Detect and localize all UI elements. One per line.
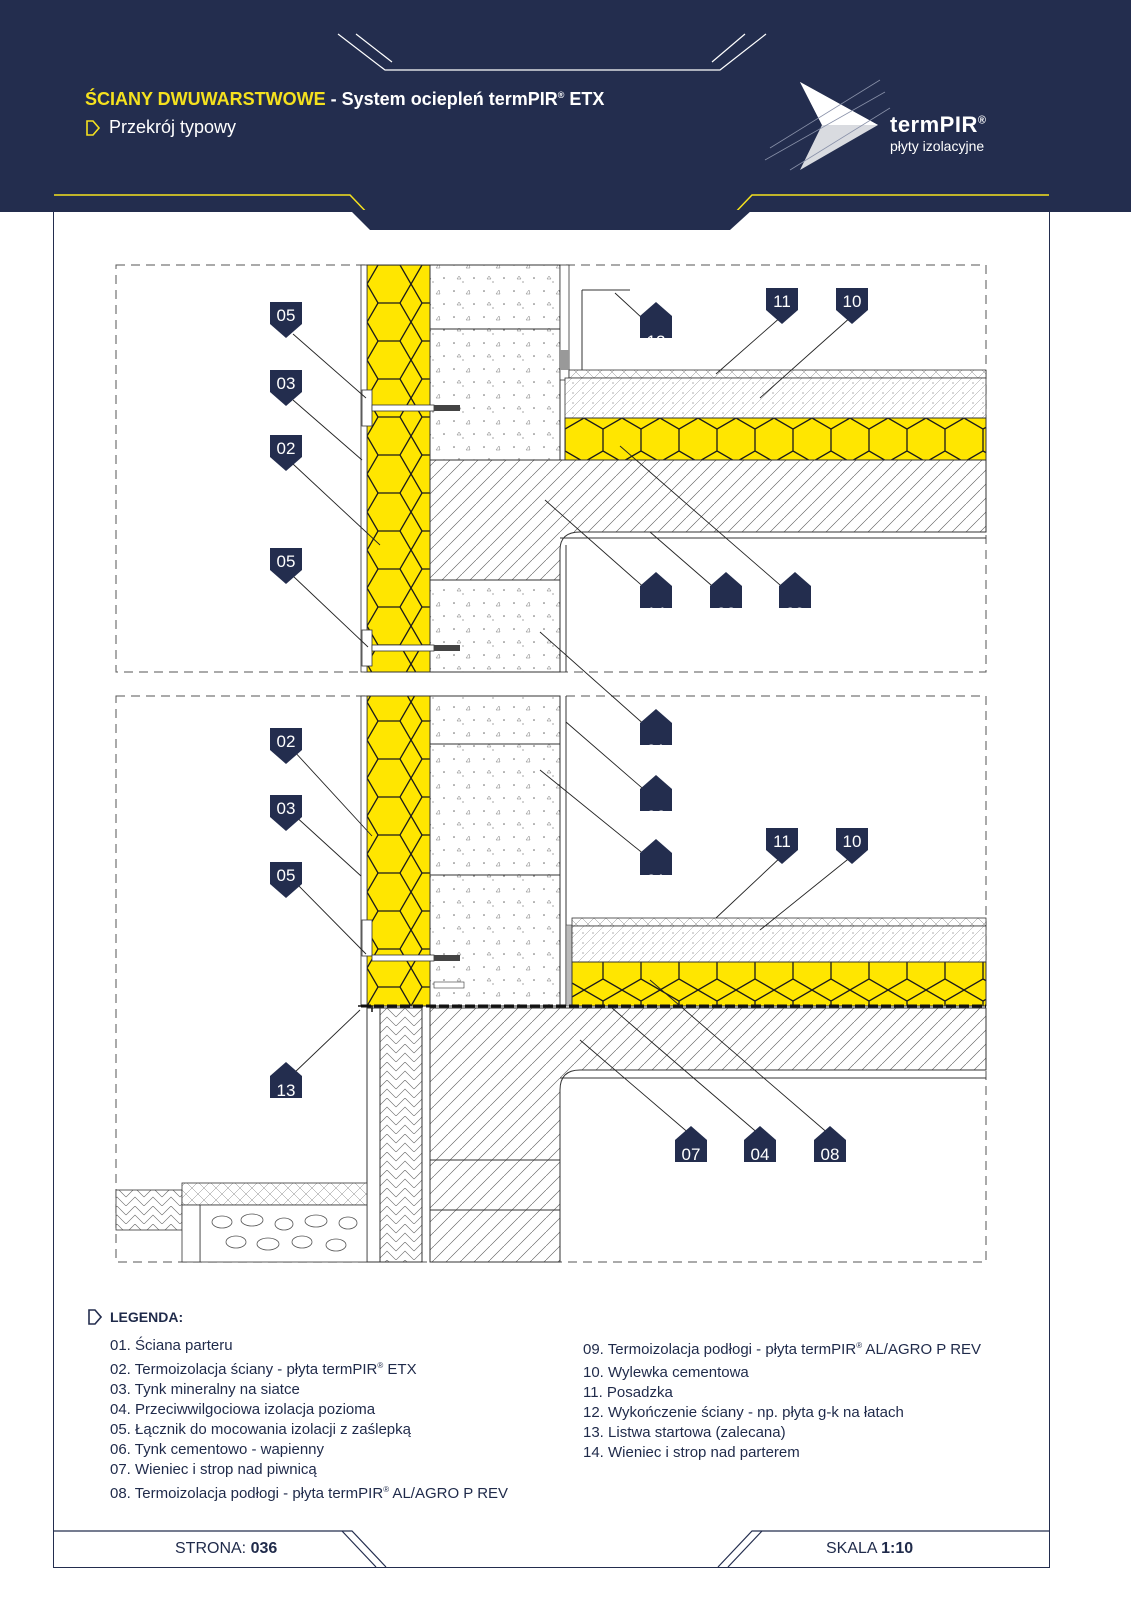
legend-item: 03. Tynk mineralny na siatce xyxy=(110,1381,300,1398)
legend-item: 04. Przeciwwilgociowa izolacja pozioma xyxy=(110,1401,376,1418)
legend-item: 09. Termoizolacja podłogi - płyta termPI… xyxy=(583,1341,982,1358)
legend-item: 13. Listwa startowa (zalecana) xyxy=(583,1424,786,1441)
legend-item: 11. Posadzka xyxy=(583,1384,673,1401)
brand-name: termPIR xyxy=(890,112,978,137)
callout-01: 01 xyxy=(640,839,672,890)
svg-text:11: 11 xyxy=(773,832,791,851)
svg-text:07: 07 xyxy=(682,1145,701,1164)
legend-title: LEGENDA: xyxy=(110,1309,184,1325)
page-frame xyxy=(53,33,1050,1568)
lower-detail xyxy=(115,695,987,1263)
page-title: ŚCIANY DWUWARSTWOWE - System ociepleń te… xyxy=(85,89,604,110)
upper-detail xyxy=(115,264,987,673)
legend-item: 01. Ściana parteru xyxy=(110,1337,233,1354)
header-background xyxy=(0,0,1131,212)
legend-right-column: 09. Termoizolacja podłogi - płyta termPI… xyxy=(583,1333,1013,1463)
svg-text:10: 10 xyxy=(843,292,862,311)
callout-02: 02 xyxy=(270,728,302,764)
page-title-accent: ŚCIANY DWUWARSTWOWE xyxy=(85,89,326,109)
play-outline-icon xyxy=(88,1309,102,1325)
svg-text:05: 05 xyxy=(277,552,296,571)
callout-01: 01 xyxy=(640,709,672,760)
brand-tagline: płyty izolacyjne xyxy=(890,138,985,154)
svg-text:14: 14 xyxy=(647,604,666,623)
registered-mark: ® xyxy=(977,114,987,127)
callout-12: 12 xyxy=(640,302,672,351)
svg-text:05: 05 xyxy=(277,866,296,885)
scale-value: 1:10 xyxy=(881,1540,914,1557)
legend-item: 02. Termoizolacja ściany - płyta termPIR… xyxy=(110,1361,417,1378)
insulation-anchor xyxy=(361,629,460,667)
callout-05: 05 xyxy=(270,548,302,584)
legend-item: 14. Wieniec i strop nad parterem xyxy=(583,1444,800,1461)
legend-item: 05. Łącznik do mocowania izolacji z zaśl… xyxy=(110,1421,411,1438)
page-label: STRONA: xyxy=(175,1540,247,1557)
svg-text:12: 12 xyxy=(647,332,666,351)
callout-07: 07 xyxy=(675,1126,707,1164)
svg-text:13: 13 xyxy=(277,1081,296,1100)
insulation-anchor xyxy=(361,389,460,427)
page-title-end: ETX xyxy=(564,89,605,109)
callout-09: 09 xyxy=(779,572,811,623)
header-tab xyxy=(350,210,752,230)
legend-item: 08. Termoizolacja podłogi - płyta termPI… xyxy=(110,1485,509,1502)
legend-item: 07. Wieniec i strop nad piwnicą xyxy=(110,1461,317,1478)
callout-06: 06 xyxy=(710,572,742,623)
callout-14: 14 xyxy=(640,572,672,623)
svg-text:06: 06 xyxy=(647,807,666,826)
svg-text:02: 02 xyxy=(277,439,296,458)
callout-08: 08 xyxy=(814,1126,846,1164)
legend-item: 12. Wykończenie ściany - np. płyta g-k n… xyxy=(583,1404,904,1421)
legend-item: 10. Wylewka cementowa xyxy=(583,1364,749,1381)
brand-logo: termPIR® płyty izolacyjne xyxy=(890,112,987,154)
svg-text:09: 09 xyxy=(786,604,805,623)
insulation-anchor xyxy=(361,919,465,989)
callout-11: 11 xyxy=(766,288,798,324)
svg-text:08: 08 xyxy=(821,1145,840,1164)
legend-item: 06. Tynk cementowo - wapienny xyxy=(110,1441,325,1458)
svg-text:03: 03 xyxy=(277,374,296,393)
scale: SKALA 1:10 xyxy=(826,1540,913,1558)
callout-13: 13 xyxy=(270,1062,302,1100)
callout-02: 02 xyxy=(270,435,302,471)
legend-left-column: 01. Ściana parteru 02. Termoizolacja ści… xyxy=(110,1336,508,1504)
svg-text:02: 02 xyxy=(277,732,296,751)
page-title-rest: - System ociepleń termPIR xyxy=(325,89,558,109)
callouts: 05 03 02 05 11 10 12 14 06 09 01 06 01 0… xyxy=(270,288,868,1164)
callout-04: 04 xyxy=(744,1126,776,1164)
svg-text:06: 06 xyxy=(717,604,736,623)
svg-text:05: 05 xyxy=(277,306,296,325)
registered-mark: ® xyxy=(557,90,565,100)
callout-03: 03 xyxy=(270,795,302,831)
scale-label: SKALA xyxy=(826,1540,877,1557)
callout-05: 05 xyxy=(270,302,302,338)
svg-text:10: 10 xyxy=(843,832,862,851)
page-number: STRONA: 036 xyxy=(175,1540,277,1558)
svg-text:01: 01 xyxy=(647,871,666,890)
svg-text:11: 11 xyxy=(773,292,791,311)
page-number-value: 036 xyxy=(250,1540,278,1557)
svg-text:04: 04 xyxy=(751,1145,770,1164)
subtitle-text: Przekrój typowy xyxy=(109,117,237,137)
page-subtitle: Przekrój typowy xyxy=(85,117,236,138)
starter-strip xyxy=(358,1005,373,1012)
leader-lines xyxy=(292,292,853,1136)
callout-10: 10 xyxy=(836,288,868,324)
callout-05: 05 xyxy=(270,862,302,898)
footer-frame-lines xyxy=(54,1530,1049,1568)
callout-10: 10 xyxy=(836,828,868,864)
callout-11: 11 xyxy=(766,828,798,864)
brand-logo-icon xyxy=(764,79,891,171)
callout-03: 03 xyxy=(270,370,302,406)
play-outline-icon xyxy=(86,120,101,137)
svg-text:01: 01 xyxy=(647,741,666,760)
header-frame-lines xyxy=(337,33,767,71)
svg-text:03: 03 xyxy=(277,799,296,818)
callout-06: 06 xyxy=(640,775,672,826)
